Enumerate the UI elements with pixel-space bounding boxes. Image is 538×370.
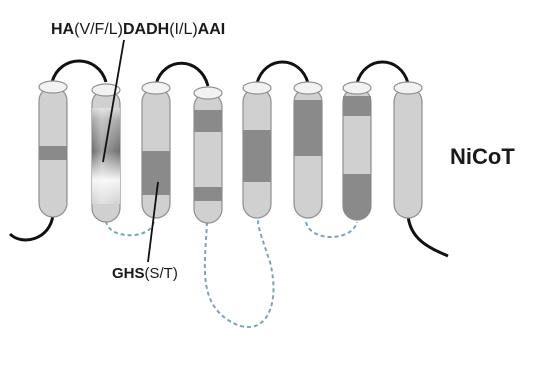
motif-top-label: HA(V/F/L)DADH(I/L)AAI (51, 21, 225, 38)
helix-tm2 (91, 83, 121, 223)
helix-tm4 (193, 86, 223, 224)
motif-segment: GHS (112, 265, 145, 282)
motif-segment: (V/F/L) (74, 21, 123, 38)
protein-label: NiCoT (450, 144, 515, 169)
helices (38, 80, 423, 224)
motif-bottom-label: GHS(S/T) (112, 265, 178, 282)
helix-tm6 (293, 81, 323, 219)
motif-segment: (S/T) (145, 265, 178, 282)
loop-tm2-tm3 (105, 220, 155, 237)
n-terminus (8, 214, 55, 242)
helix-tm5 (242, 81, 272, 219)
motif-segment: DADH (123, 21, 169, 38)
loop-tm5-tm6 (255, 60, 310, 84)
motif-segment: AAI (198, 21, 226, 38)
loop-tm3-tm4 (154, 61, 210, 87)
loop-tm4-tm5 (203, 219, 275, 328)
loop-tm6-tm7 (305, 221, 358, 238)
helix-tm1 (38, 80, 68, 218)
loop-tm7-tm8 (355, 60, 410, 84)
motif-bottom-pointer (147, 181, 159, 263)
c-terminus (406, 214, 449, 258)
motif-segment: (I/L) (169, 21, 197, 38)
helix-tm8 (393, 81, 423, 219)
extracellular-loops (50, 59, 410, 87)
motif-top-pointer (102, 39, 125, 163)
helix-tm3 (141, 81, 171, 219)
intracellular-loops (105, 219, 358, 328)
helix-tm7 (342, 81, 372, 221)
loop-tm1-tm2 (50, 59, 108, 83)
motif-segment: HA (51, 21, 75, 38)
